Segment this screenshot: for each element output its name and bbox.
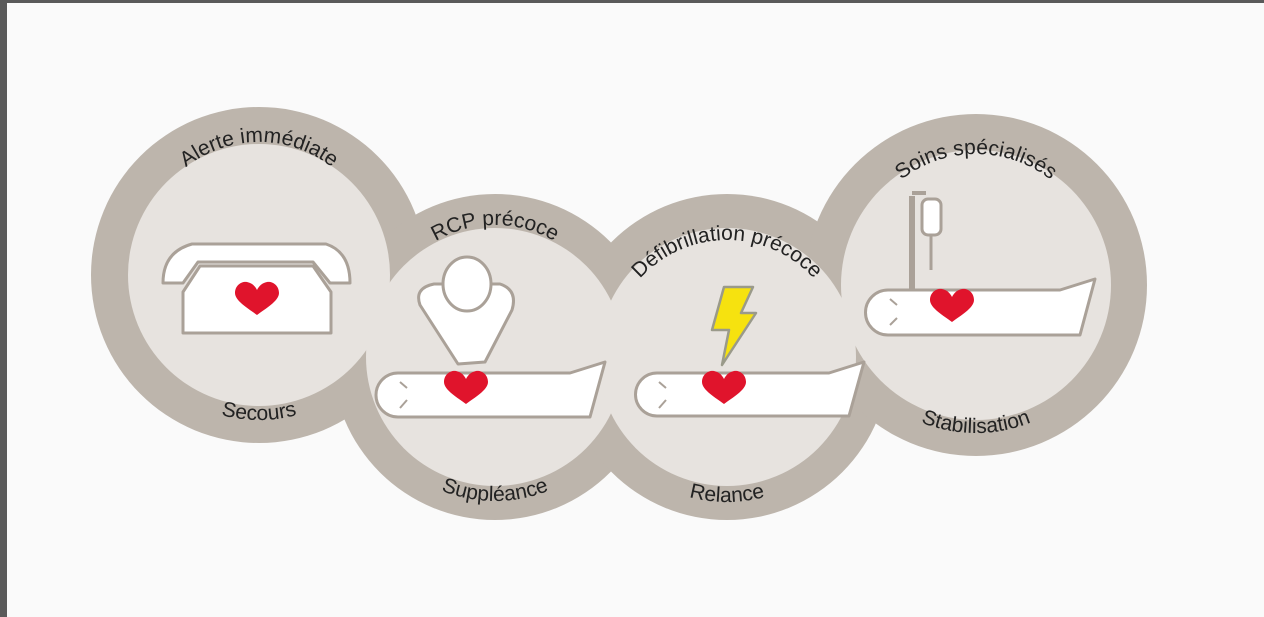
iv-drip-patient-icon — [864, 191, 1097, 337]
stage-1-bottom-label: Secours — [220, 397, 298, 425]
cpr-rescuer-patient-icon — [374, 255, 607, 419]
disc-2 — [366, 228, 624, 486]
stage-3-bottom-label: Relance — [688, 479, 766, 507]
disc-4 — [841, 150, 1111, 420]
defibrillation-bolt-patient-icon — [634, 285, 866, 418]
chain-of-survival-diagram: Alerte immédiate Secours RCP précoce Sup… — [91, 107, 1147, 520]
chain-of-survival-canvas: Alerte immédiate Secours RCP précoce Sup… — [7, 3, 1264, 617]
telephone-heart-icon — [161, 242, 352, 335]
